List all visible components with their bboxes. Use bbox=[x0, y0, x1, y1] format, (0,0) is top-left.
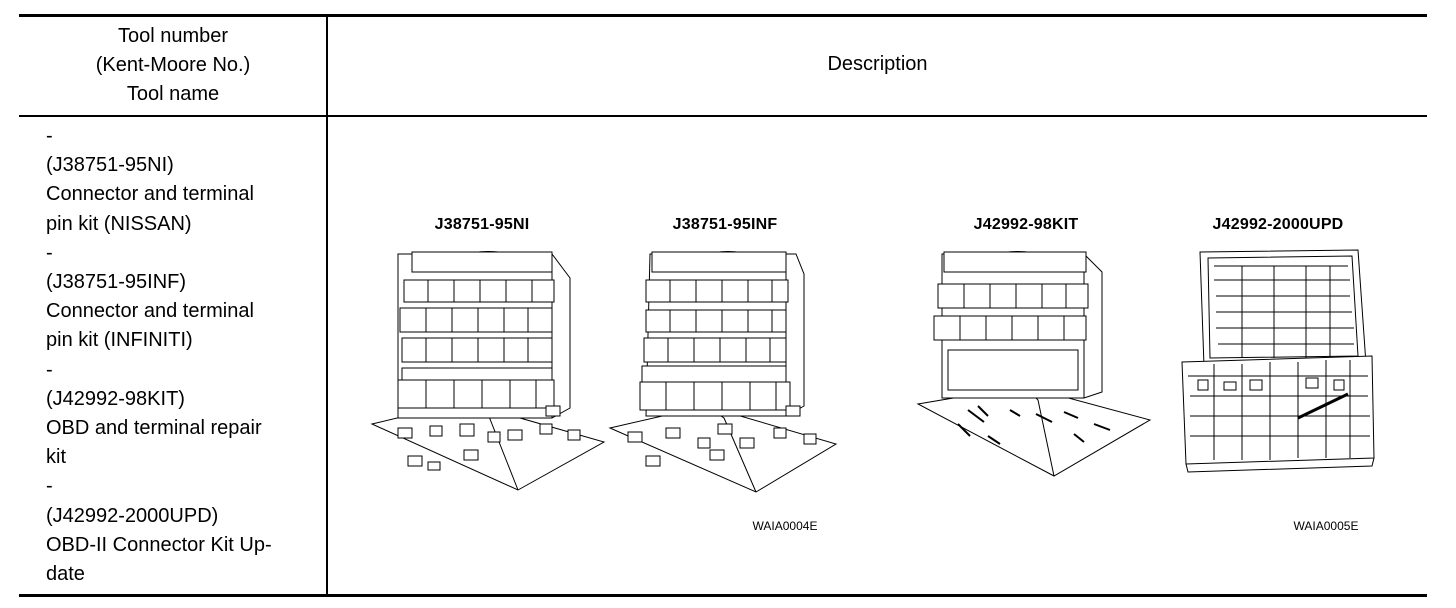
header-line: (Kent-Moore No.) bbox=[95, 54, 251, 76]
header-line: Tool name bbox=[126, 83, 220, 105]
tool-line: Connector and terminal bbox=[46, 300, 254, 323]
figure-code-1: WAIA0004E bbox=[752, 519, 818, 533]
tool-line: Connector and terminal bbox=[46, 183, 254, 206]
tool-line: date bbox=[46, 563, 85, 586]
table-bottom-rule bbox=[19, 594, 1427, 597]
tool-line: - bbox=[46, 358, 53, 381]
connector-kit-infiniti-illustration bbox=[606, 238, 846, 498]
obd-ii-connector-kit-update-illustration bbox=[1178, 246, 1388, 476]
tool-line: kit bbox=[46, 446, 66, 469]
tool-line: pin kit (INFINITI) bbox=[46, 329, 193, 352]
kit-label-j38751-95ni: J38751-95NI bbox=[434, 216, 530, 233]
header-description: Description bbox=[827, 53, 928, 75]
table-header-rule bbox=[19, 115, 1427, 117]
tool-line: OBD-II Connector Kit Up- bbox=[46, 533, 272, 556]
tool-line: (J38751-95INF) bbox=[46, 271, 187, 294]
tool-line: - bbox=[46, 241, 53, 264]
tool-line: OBD and terminal repair bbox=[46, 417, 262, 440]
tool-line: (J42992-98KIT) bbox=[46, 387, 185, 410]
header-line: Tool number bbox=[117, 25, 229, 47]
table-top-rule bbox=[19, 14, 1427, 17]
tool-line: - bbox=[46, 125, 53, 147]
figure-code-2: WAIA0005E bbox=[1293, 519, 1359, 533]
tool-name-list: - (J38751-95NI) Connector and terminal p… bbox=[46, 122, 321, 589]
kit-label-j42992-98kit: J42992-98KIT bbox=[973, 216, 1079, 233]
obd-terminal-repair-kit-illustration bbox=[914, 238, 1154, 478]
column-separator bbox=[326, 16, 328, 596]
tool-line: (J38751-95NI) bbox=[46, 154, 174, 177]
tool-line: pin kit (NISSAN) bbox=[46, 212, 192, 235]
tool-line: - bbox=[46, 475, 53, 498]
header-tool-number: Tool number (Kent-Moore No.) Tool name bbox=[20, 22, 326, 109]
connector-kit-nissan-illustration bbox=[368, 238, 608, 498]
kit-label-j42992-2000upd: J42992-2000UPD bbox=[1212, 216, 1344, 233]
tool-line: (J42992-2000UPD) bbox=[46, 504, 219, 527]
kit-label-j38751-95inf: J38751-95INF bbox=[672, 216, 778, 233]
